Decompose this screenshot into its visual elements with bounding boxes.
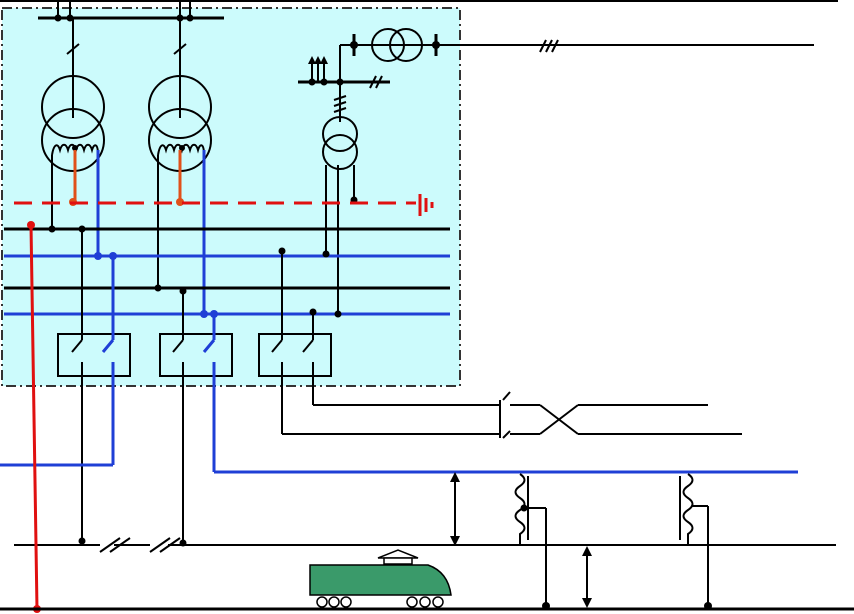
rail-return-conductor	[27, 221, 41, 613]
feeder-switchgear-1	[0, 229, 131, 540]
catenary	[14, 537, 836, 553]
earthing-bus	[14, 194, 434, 216]
feeder-switchgear-2	[159, 291, 798, 543]
gap-arrow-1	[450, 472, 460, 546]
substation-enclosure	[1, 7, 461, 387]
gap-arrow-2	[582, 546, 592, 608]
substation-busbars	[4, 225, 450, 318]
locomotive	[309, 549, 452, 608]
traction-transformer-2	[148, 18, 212, 314]
feeder-switchgear-3	[258, 251, 500, 435]
cable-crossover	[499, 391, 742, 439]
booster-transformer-2	[679, 473, 712, 610]
hv-busbar	[38, 0, 224, 22]
traction-transformer-1	[41, 18, 105, 256]
booster-transformer-1	[514, 473, 550, 610]
ac-generator-tie	[339, 28, 814, 82]
